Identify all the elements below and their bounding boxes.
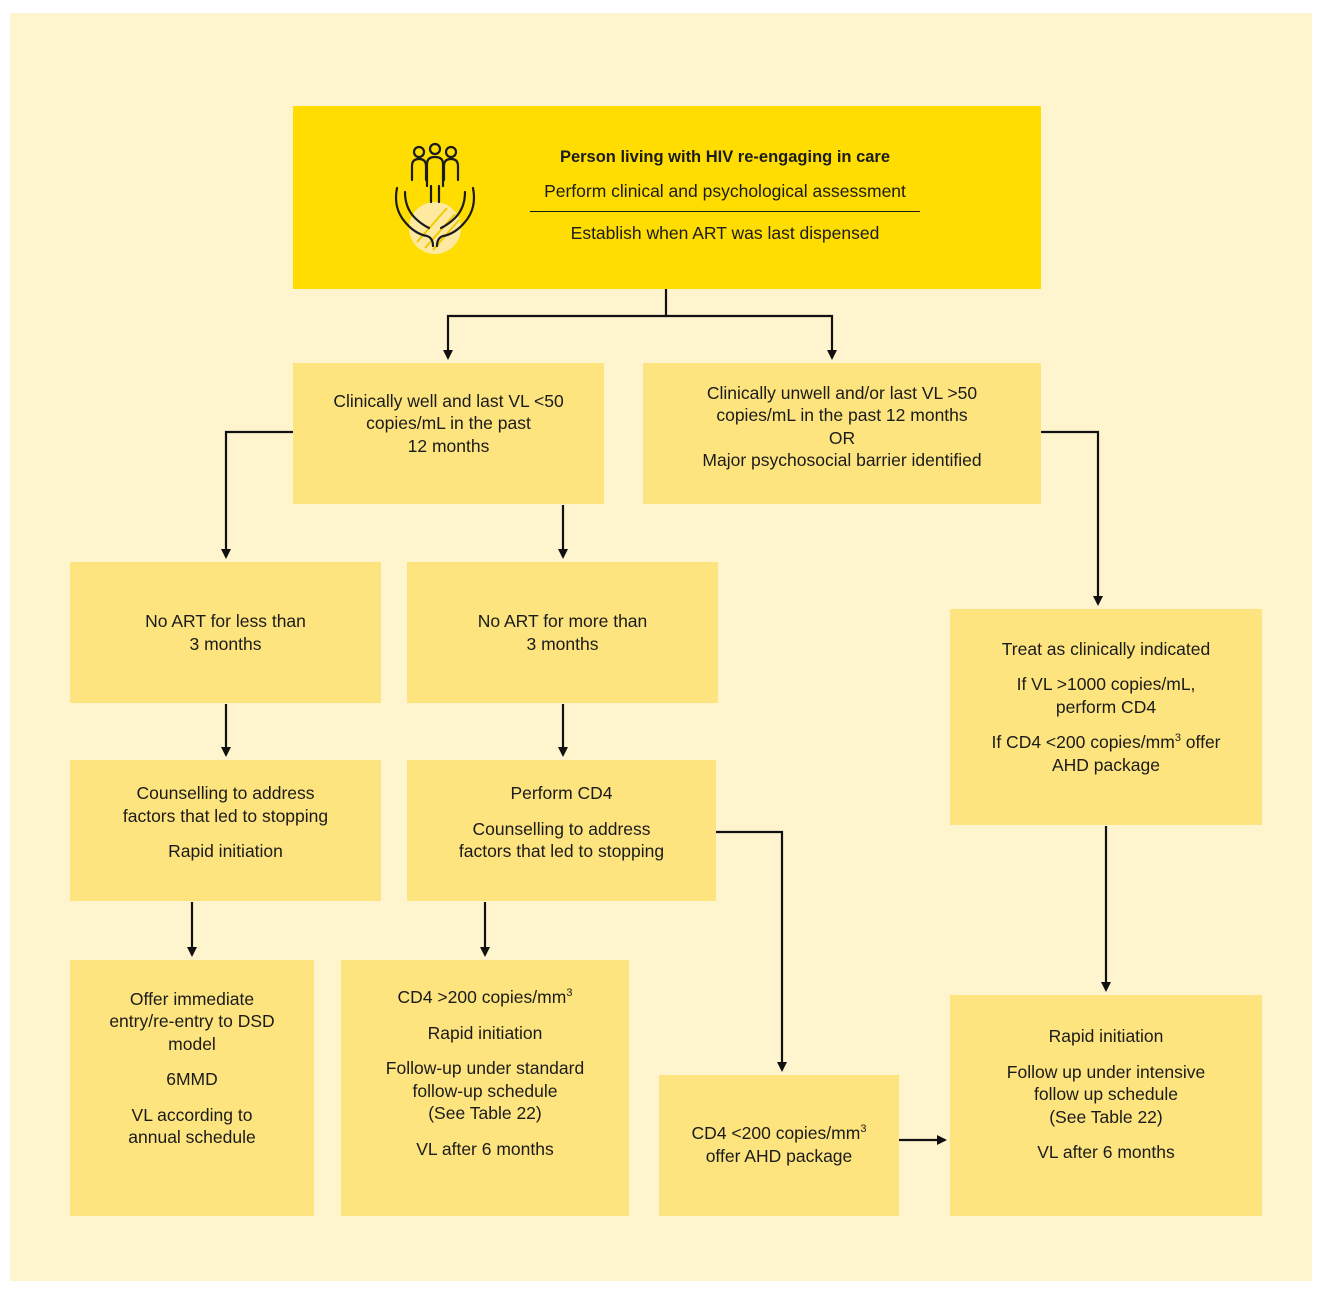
unwell-line-1: Clinically unwell and/or last VL >50	[706, 382, 978, 403]
dsd-line-4: 6MMD	[166, 1069, 218, 1089]
intensive-followup-box: Rapid initiation Follow up under intensi…	[950, 995, 1262, 1216]
counselling-rapid-box: Counselling to address factors that led …	[70, 760, 381, 901]
treat-line-2: If VL >1000 copies/mL,	[1016, 674, 1196, 695]
top-title: Person living with HIV re-engaging in ca…	[559, 148, 891, 166]
top-line-art: Establish when ART was last dispensed	[570, 223, 880, 243]
offer-dsd-box: Offer immediate entry/re-entry to DSD mo…	[70, 960, 314, 1216]
cd4-above-200-box: CD4 >200 copies/mm3 Rapid initiation Fol…	[341, 960, 629, 1216]
unwell-line-4: Major psychosocial barrier identified	[702, 450, 982, 470]
unwell-line-2: copies/mL in the past 12 months	[716, 405, 968, 425]
cd4-high-line-1: CD4 >200 copies/mm3	[397, 987, 573, 1007]
top-divider	[530, 211, 920, 212]
well-line-1: Clinically well and last VL <50	[333, 390, 564, 411]
dsd-line-1: Offer immediate	[129, 988, 255, 1009]
no-art-more-line-2: 3 months	[526, 633, 599, 654]
cd4-low-line-1: CD4 <200 copies/mm3	[691, 1123, 867, 1143]
cd4-high-line-4: follow-up schedule	[412, 1080, 558, 1101]
dsd-line-3: model	[168, 1033, 216, 1054]
no-art-more-box: No ART for more than 3 months	[407, 562, 718, 703]
no-art-less-line-1: No ART for less than	[145, 611, 306, 631]
cd4-high-line-5: (See Table 22)	[428, 1103, 542, 1123]
no-art-more-line-1: No ART for more than	[477, 611, 648, 631]
arrow-cd4-to-low	[716, 830, 787, 1072]
no-art-less-box: No ART for less than 3 months	[70, 562, 381, 703]
people-in-hands-icon	[394, 142, 476, 254]
well-line-3: 12 months	[407, 435, 490, 456]
counsel-line-1: Counselling to address	[136, 783, 315, 804]
unwell-line-3: OR	[828, 427, 856, 448]
perform-cd4-line-1: Perform CD4	[510, 783, 613, 804]
arrow-unwell-to-treat	[1041, 430, 1103, 606]
intensive-line-4: (See Table 22)	[1049, 1106, 1163, 1127]
no-art-less-line-2: 3 months	[189, 633, 262, 654]
dsd-line-5: VL according to	[131, 1104, 253, 1125]
arrow-top-to-unwell	[666, 314, 837, 360]
dsd-line-6: annual schedule	[128, 1127, 256, 1147]
well-line-2: copies/mL in the past	[366, 413, 531, 434]
perform-cd4-box: Perform CD4 Counselling to address facto…	[407, 760, 716, 901]
cd4-low-line-2: offer AHD package	[705, 1145, 853, 1166]
perform-cd4-line-2: Counselling to address	[472, 818, 651, 839]
cd4-high-line-3: Follow-up under standard	[385, 1058, 585, 1078]
arrow-top-to-well	[443, 288, 668, 360]
perform-cd4-line-3: factors that led to stopping	[458, 841, 665, 862]
intensive-line-2: Follow up under intensive	[1006, 1061, 1206, 1082]
treat-line-1: Treat as clinically indicated	[1001, 638, 1211, 659]
treat-line-5: AHD package	[1052, 754, 1160, 775]
cd4-high-line-6: VL after 6 months	[416, 1138, 554, 1159]
intensive-line-5: VL after 6 months	[1037, 1142, 1175, 1163]
arrow-well-to-less	[221, 430, 293, 559]
cd4-below-200-box: CD4 <200 copies/mm3 offer AHD package	[659, 1075, 899, 1216]
clinically-well-box: Clinically well and last VL <50 copies/m…	[293, 363, 604, 504]
top-line-assessment: Perform clinical and psychological asses…	[544, 181, 906, 201]
treat-line-4: If CD4 <200 copies/mm3 offer	[991, 732, 1221, 753]
top-box: Person living with HIV re-engaging in ca…	[293, 106, 1041, 289]
counsel-line-3: Rapid initiation	[168, 841, 283, 862]
counsel-line-2: factors that led to stopping	[122, 805, 329, 826]
intensive-line-1: Rapid initiation	[1048, 1026, 1164, 1047]
intensive-line-3: follow up schedule	[1034, 1084, 1178, 1105]
dsd-line-2: entry/re-entry to DSD	[109, 1011, 275, 1031]
top-text: Person living with HIV re-engaging in ca…	[530, 146, 920, 244]
treat-clinically-box: Treat as clinically indicated If VL >100…	[950, 609, 1262, 825]
clinically-unwell-box: Clinically unwell and/or last VL >50 cop…	[643, 363, 1041, 504]
treat-line-3: perform CD4	[1055, 696, 1157, 717]
cd4-high-line-2: Rapid initiation	[427, 1022, 543, 1043]
